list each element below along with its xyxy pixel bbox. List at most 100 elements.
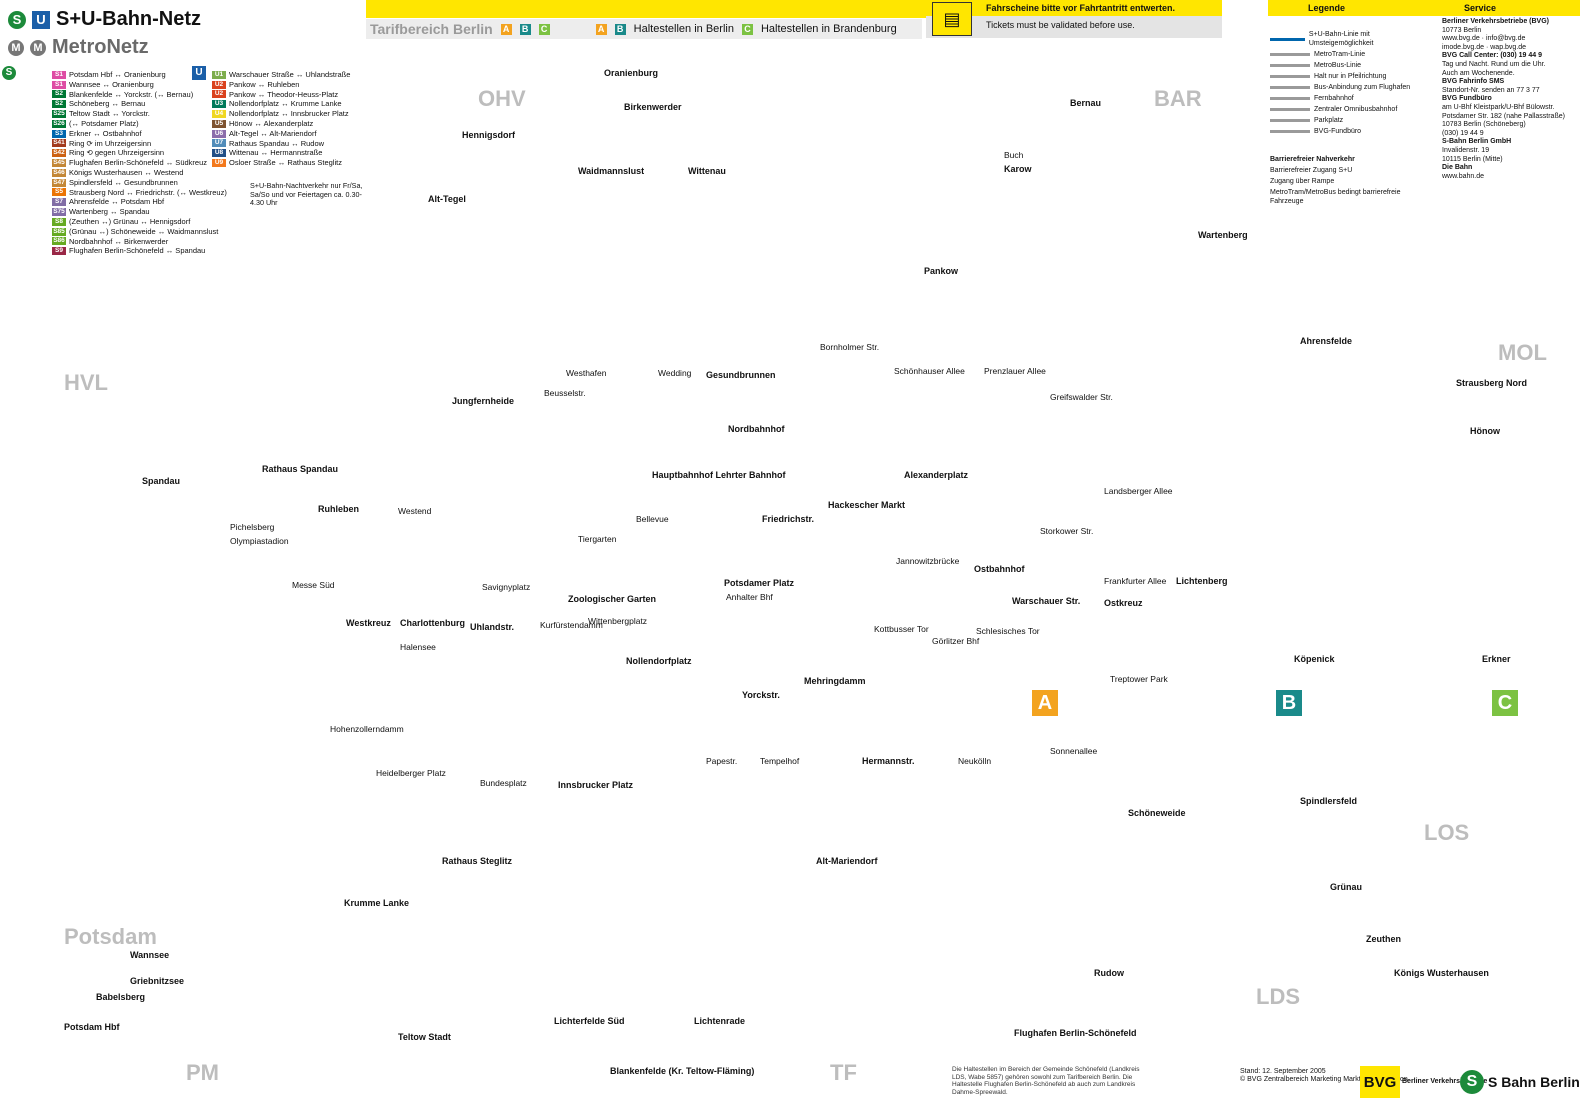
station-zoologischer-garten[interactable]: Zoologischer Garten [568,594,657,604]
station-hoenow[interactable]: Hönow [1470,426,1500,436]
station-schoenhauser-allee[interactable]: Schönhauser Allee [894,366,965,376]
station-olympiastadion[interactable]: Olympiastadion [230,536,289,546]
station-prenzlauer-allee[interactable]: Prenzlauer Allee [984,366,1046,376]
station-warschauer-str[interactable]: Warschauer Str. [1012,596,1081,606]
station-gesundbrunnen[interactable]: Gesundbrunnen [706,370,776,380]
station-schlesisches-tor[interactable]: Schlesisches Tor [976,626,1040,636]
station-jungfernheide[interactable]: Jungfernheide [452,396,515,406]
station-treptower-park[interactable]: Treptower Park [1110,674,1168,684]
station-bundesplatz[interactable]: Bundesplatz [480,778,527,788]
station-wittenbergplatz[interactable]: Wittenbergplatz [588,616,648,626]
station-lichtenrade[interactable]: Lichtenrade [694,1016,746,1026]
bvg-logo-text: Berliner Verkehrsbetriebe [1402,1078,1488,1085]
station-messe-sued[interactable]: Messe Süd [292,580,335,590]
station-erkner[interactable]: Erkner [1482,654,1511,664]
station-koenigs-wusterhausen[interactable]: Königs Wusterhausen [1394,968,1489,978]
station-charlottenburg[interactable]: Charlottenburg [400,618,465,628]
station-westhafen[interactable]: Westhafen [566,368,607,378]
station-potsdamer-platz[interactable]: Potsdamer Platz [724,578,795,588]
station-papestr[interactable]: Papestr. [706,756,738,766]
station-friedrichstr[interactable]: Friedrichstr. [762,514,815,524]
station-griebnitzsee[interactable]: Griebnitzsee [130,976,185,986]
station-tempelhof[interactable]: Tempelhof [760,756,800,766]
station-babelsberg[interactable]: Babelsberg [96,992,146,1002]
station-sonnenallee[interactable]: Sonnenallee [1050,746,1098,756]
station-frankfurter-allee[interactable]: Frankfurter Allee [1104,576,1167,586]
station-spandau[interactable]: Spandau [142,476,181,486]
station-nordbahnhof[interactable]: Nordbahnhof [728,424,785,434]
station-strausberg-nord[interactable]: Strausberg Nord [1456,378,1528,388]
station-rudow[interactable]: Rudow [1094,968,1124,978]
station-bornholmer-str[interactable]: Bornholmer Str. [820,342,880,352]
station-rathaus-steglitz[interactable]: Rathaus Steglitz [442,856,513,866]
station-mehringdamm[interactable]: Mehringdamm [804,676,866,686]
station-hennigsdorf[interactable]: Hennigsdorf [462,130,515,140]
station-hohenzollerndamm[interactable]: Hohenzollerndamm [330,724,404,734]
station-beusselstr[interactable]: Beusselstr. [544,388,586,398]
station-tiergarten[interactable]: Tiergarten [578,534,617,544]
line-route: Schöneberg ↔ Bernau [69,99,146,109]
station-teltow-stadt[interactable]: Teltow Stadt [398,1032,451,1042]
station-buch[interactable]: Buch [1004,150,1024,160]
station-wittenau[interactable]: Wittenau [688,166,726,176]
station-waidmannslust[interactable]: Waidmannslust [578,166,645,176]
station-nollendorfplatz[interactable]: Nollendorfplatz [626,656,692,666]
station-alt-mariendorf[interactable]: Alt-Mariendorf [816,856,878,866]
station-spindlersfeld[interactable]: Spindlersfeld [1300,796,1358,806]
line-badge: S7 [52,198,66,207]
station-flughafen-schoenefeld[interactable]: Flughafen Berlin-Schönefeld [1014,1028,1137,1038]
station-greifswalder-str[interactable]: Greifswalder Str. [1050,392,1113,402]
station-heidelberger-platz[interactable]: Heidelberger Platz [376,768,446,778]
station-storkower-str[interactable]: Storkower Str. [1040,526,1094,536]
station-ahrensfelde[interactable]: Ahrensfelde [1300,336,1353,346]
station-neukoelln[interactable]: Neukölln [958,756,992,766]
station-kottbusser-tor[interactable]: Kottbusser Tor [874,624,929,634]
station-gruenau[interactable]: Grünau [1330,882,1363,892]
station-krumme-lanke[interactable]: Krumme Lanke [344,898,410,908]
station-savignyplatz[interactable]: Savignyplatz [482,582,531,592]
station-westkreuz[interactable]: Westkreuz [346,618,391,628]
station-lichtenberg[interactable]: Lichtenberg [1176,576,1228,586]
station-birkenwerder[interactable]: Birkenwerder [624,102,682,112]
station-karow[interactable]: Karow [1004,164,1032,174]
station-zeuthen[interactable]: Zeuthen [1366,934,1401,944]
bvg-logo: BVG [1360,1066,1400,1098]
sbahn-line-item: S85(Grünau ↔) Schöneweide ↔ Waidmannslus… [52,227,227,237]
service-line: S-Bahn Berlin GmbH [1442,138,1512,146]
station-bellevue[interactable]: Bellevue [636,514,669,524]
station-pankow[interactable]: Pankow [924,266,959,276]
station-yorckstr[interactable]: Yorckstr. [742,690,780,700]
station-alexanderplatz[interactable]: Alexanderplatz [904,470,969,480]
station-hauptbahnhof[interactable]: Hauptbahnhof Lehrter Bahnhof [652,470,786,480]
station-landsberger-allee[interactable]: Landsberger Allee [1104,486,1173,496]
station-westend[interactable]: Westend [398,506,432,516]
station-oranienburg[interactable]: Oranienburg [604,68,659,78]
station-uhlandstr[interactable]: Uhlandstr. [470,622,515,632]
station-lichterfelde-sued[interactable]: Lichterfelde Süd [554,1016,625,1026]
station-hackescher-markt[interactable]: Hackescher Markt [828,500,906,510]
station-ostkreuz[interactable]: Ostkreuz [1104,598,1143,608]
station-blankenfelde[interactable]: Blankenfelde (Kr. Teltow-Fläming) [610,1066,755,1076]
line-route: Erkner ↔ Ostbahnhof [69,128,142,138]
station-innsbrucker-platz[interactable]: Innsbrucker Platz [558,780,634,790]
station-wannsee[interactable]: Wannsee [130,950,170,960]
station-alt-tegel[interactable]: Alt-Tegel [428,194,466,204]
station-ruhleben[interactable]: Ruhleben [318,504,360,514]
station-jannowitzbruecke[interactable]: Jannowitzbrücke [896,556,960,566]
station-bernau[interactable]: Bernau [1070,98,1102,108]
station-wedding[interactable]: Wedding [658,368,692,378]
station-koepenick[interactable]: Köpenick [1294,654,1335,664]
station-rathaus-spandau[interactable]: Rathaus Spandau [262,464,339,474]
station-halensee[interactable]: Halensee [400,642,436,652]
station-ostbahnhof[interactable]: Ostbahnhof [974,564,1025,574]
station-anhalter-bhf[interactable]: Anhalter Bhf [726,592,773,602]
station-wartenberg[interactable]: Wartenberg [1198,230,1248,240]
station-kurfuerstendamm[interactable]: Kurfürstendamm [540,620,603,630]
station-pichelsberg[interactable]: Pichelsberg [230,522,275,532]
station-goerlitzer-bhf[interactable]: Görlitzer Bhf [932,636,980,646]
station-potsdam-hbf[interactable]: Potsdam Hbf [64,1022,120,1032]
station-hermannstr[interactable]: Hermannstr. [862,756,915,766]
station-schoeneweide[interactable]: Schöneweide [1128,808,1186,818]
